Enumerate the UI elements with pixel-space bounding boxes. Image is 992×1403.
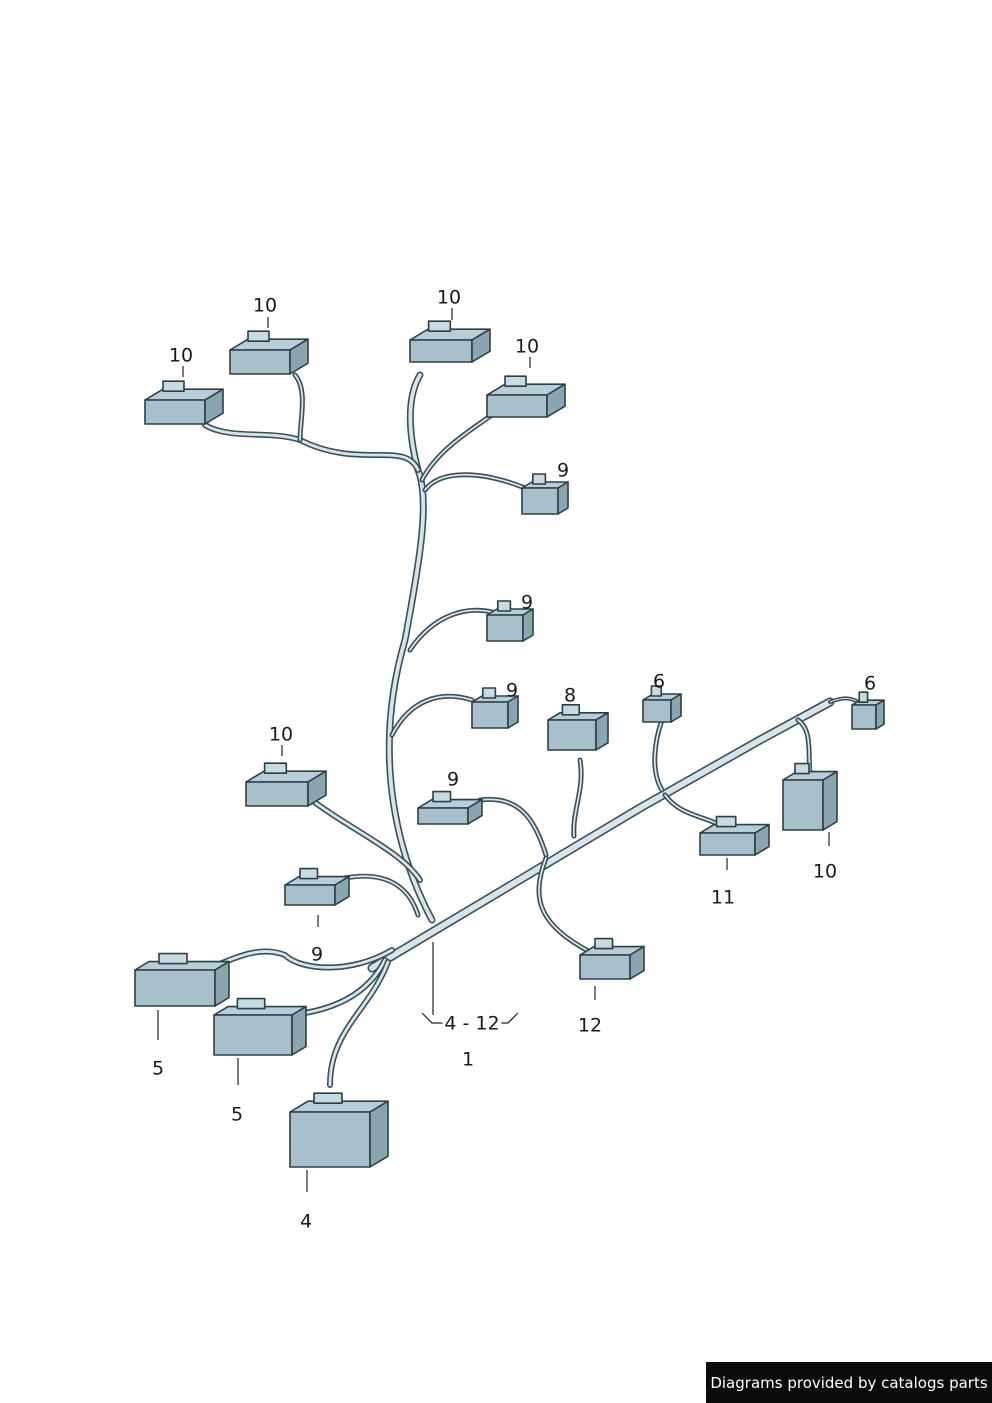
connector-9-lower-left <box>284 867 350 906</box>
connector-10-middle-left <box>245 762 327 807</box>
callout-10-top-left-lower: 10 <box>168 344 194 367</box>
wire-segment-core <box>664 794 721 826</box>
wire-segment-core <box>303 793 422 882</box>
callout-1: 1 <box>461 1048 475 1071</box>
wire-segment <box>477 796 549 858</box>
connector-5-upper <box>134 952 230 1007</box>
wire-segment-core <box>538 857 591 953</box>
wire-segment <box>389 693 475 738</box>
wire-segment <box>207 947 395 971</box>
wire-segment-core <box>391 695 473 736</box>
connector-10-top-right <box>486 375 566 418</box>
wire-segment-core <box>208 948 394 970</box>
wire-segment-core <box>653 719 663 791</box>
connector-4 <box>289 1092 389 1168</box>
wire-segment <box>536 855 593 955</box>
wire-segment-core <box>294 374 304 441</box>
callout-11: 11 <box>710 886 736 909</box>
callout-12: 12 <box>577 1014 603 1037</box>
wire-segment-core <box>344 875 419 916</box>
connector-6-right <box>851 691 885 730</box>
callout-10-middle-left: 10 <box>268 723 294 746</box>
connector-10-top-left-lower <box>144 380 224 425</box>
wire-segment <box>342 873 421 918</box>
connector-8 <box>547 703 609 751</box>
callout-9-middle-lower: 9 <box>446 768 460 791</box>
harness-connectors <box>134 320 885 1168</box>
callout-9-middle-upper: 9 <box>520 591 534 614</box>
callout-10-top-right: 10 <box>514 335 540 358</box>
connector-6-center <box>642 685 682 723</box>
wire-segment-core <box>387 373 434 922</box>
callout-10-top-center: 10 <box>436 286 462 309</box>
wire-segment-core <box>424 473 526 491</box>
wire-segment-core <box>572 759 582 837</box>
callout-5-lower: 5 <box>230 1103 244 1126</box>
connector-9-middle-lower <box>417 790 483 825</box>
callout-5-upper: 5 <box>151 1057 165 1080</box>
connector-11 <box>699 815 770 856</box>
connector-5-lower <box>213 997 307 1056</box>
connector-9-middle-upper <box>486 600 534 642</box>
callout-6-center: 6 <box>652 670 666 693</box>
wire-segment-core <box>328 960 390 1087</box>
callout-10-top-left-upper: 10 <box>252 294 278 317</box>
connector-9-upper-right <box>521 473 569 515</box>
callout-9-middle: 9 <box>505 679 519 702</box>
connector-10-top-left-upper <box>229 330 309 375</box>
wire-segment-core <box>369 699 833 971</box>
wire-segment-core <box>479 798 547 856</box>
callout-8: 8 <box>563 684 577 707</box>
connector-12 <box>579 937 645 980</box>
diagram-credit-banner: Diagrams provided by catalogs parts <box>706 1362 992 1403</box>
callout-9-lower-left: 9 <box>310 943 324 966</box>
callout-6-right: 6 <box>863 672 877 695</box>
connector-10-top-center <box>409 320 491 363</box>
connector-9-middle <box>471 687 519 729</box>
wire-segment-core <box>409 609 493 651</box>
callout-range-4-12: 4 - 12 <box>442 1012 502 1035</box>
callout-leader-lines <box>157 308 830 1192</box>
connector-10-right <box>782 762 838 831</box>
wire-segment <box>407 607 495 653</box>
callout-4: 4 <box>299 1210 313 1233</box>
callout-10-right: 10 <box>812 860 838 883</box>
callout-9-upper-right: 9 <box>556 459 570 482</box>
wire-segment <box>202 422 421 473</box>
